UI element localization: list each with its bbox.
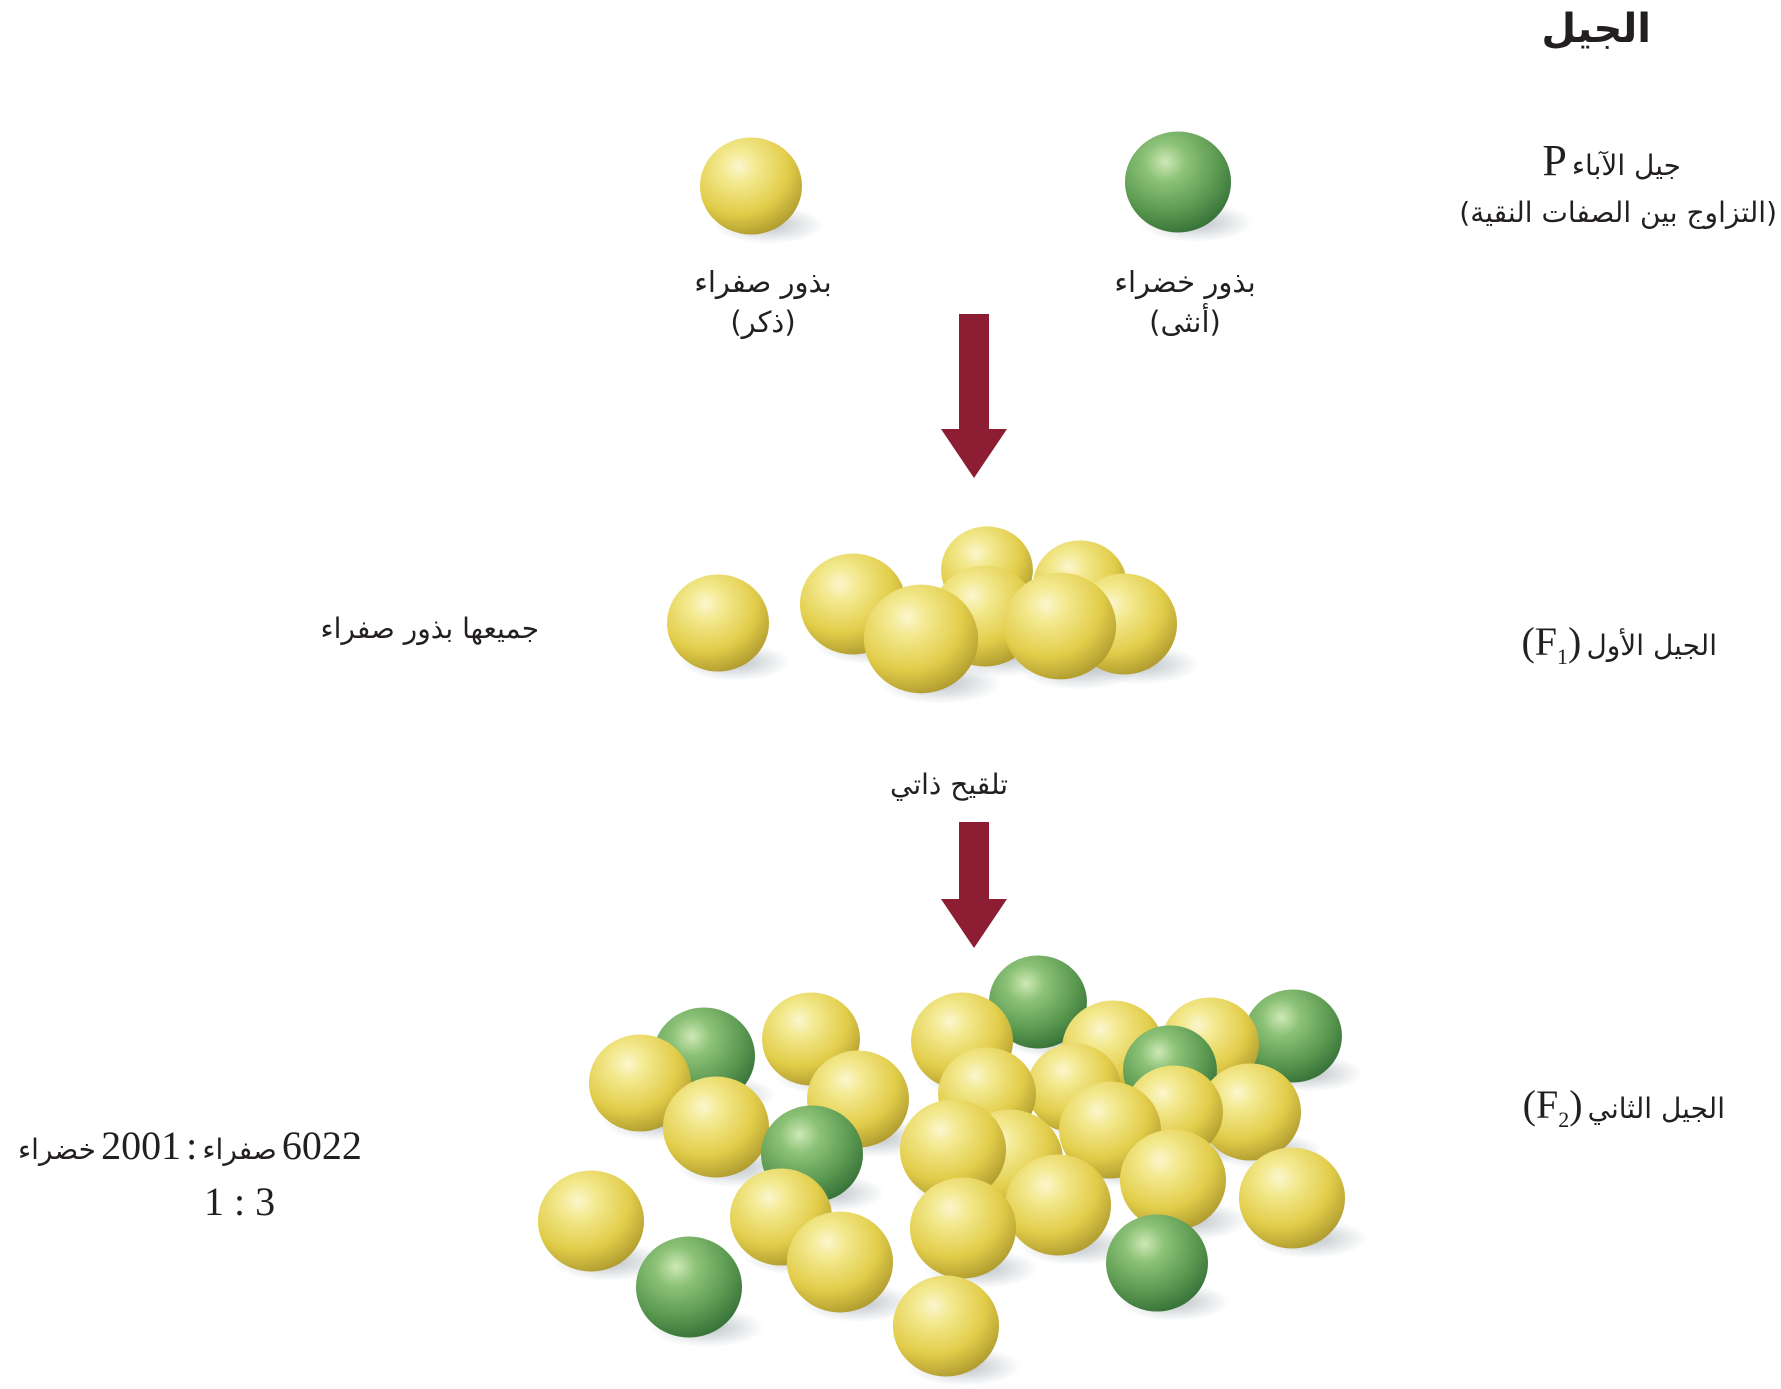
f1-yellow-seed bbox=[1004, 573, 1116, 680]
green-word: خضراء bbox=[18, 1133, 96, 1166]
f2-yellow-seed bbox=[910, 1178, 1016, 1279]
count-separator: : bbox=[186, 1123, 197, 1168]
f2-yellow-seed bbox=[1239, 1148, 1345, 1249]
f2-yellow-seed bbox=[1005, 1155, 1111, 1256]
male-seed-sex: (ذكر) bbox=[663, 302, 863, 342]
yellow-word: صفراء bbox=[202, 1133, 276, 1166]
parent-generation-subtitle: (التزاوج بين الصفات النقية) bbox=[1459, 196, 1777, 229]
male-yellow-seed bbox=[700, 138, 802, 235]
f2-generation-symbol: (F2) bbox=[1523, 1082, 1583, 1127]
f2-yellow-seed bbox=[538, 1171, 644, 1272]
f1-yellow-seed bbox=[864, 585, 978, 694]
female-seed-sex: (أنثى) bbox=[1085, 302, 1285, 342]
f2-counts: 6022 صفراء : 2001 خضراء bbox=[18, 1118, 362, 1174]
f2-generation-label: الجيل الثاني (F2) bbox=[1523, 1077, 1725, 1133]
female-seed-label: بذور خضراء bbox=[1085, 262, 1285, 302]
f2-yellow-seed bbox=[893, 1276, 999, 1377]
male-seed-caption: بذور صفراء (ذكر) bbox=[663, 262, 863, 342]
f1-generation-symbol: (F1) bbox=[1521, 619, 1581, 664]
f2-generation-name: الجيل الثاني bbox=[1588, 1092, 1725, 1125]
female-seed-caption: بذور خضراء (أنثى) bbox=[1085, 262, 1285, 342]
female-green-seed bbox=[1125, 132, 1231, 233]
f1-subscript: 1 bbox=[1557, 644, 1568, 669]
f2-yellow-seed bbox=[787, 1212, 893, 1313]
f1-yellow-seed bbox=[667, 575, 769, 672]
male-seed-label: بذور صفراء bbox=[663, 262, 863, 302]
green-count: 2001 bbox=[101, 1123, 181, 1168]
parent-generation-symbol: P bbox=[1542, 136, 1566, 185]
yellow-count: 6022 bbox=[282, 1123, 362, 1168]
f2-green-seed bbox=[636, 1237, 742, 1338]
f1-symbol-letter: F bbox=[1535, 619, 1557, 664]
f1-to-f2-arrow bbox=[941, 822, 1007, 948]
f1-all-yellow-note: جميعها بذور صفراء bbox=[320, 612, 539, 645]
f2-subscript: 2 bbox=[1558, 1107, 1569, 1132]
f2-yellow-seed bbox=[1120, 1130, 1226, 1231]
parent-generation-label: جيل الآباء P bbox=[1542, 136, 1681, 186]
f2-yellow-seed bbox=[663, 1077, 769, 1178]
parent-generation-name: جيل الآباء bbox=[1572, 149, 1681, 182]
self-pollination-label: تلقيح ذاتي bbox=[890, 768, 1008, 801]
f1-generation-name: الجيل الأول bbox=[1586, 629, 1717, 662]
f2-symbol-letter: F bbox=[1536, 1082, 1558, 1127]
generation-heading: الجيل bbox=[1541, 6, 1651, 52]
p-to-f1-arrow bbox=[941, 314, 1007, 478]
f1-generation-label: الجيل الأول (F1) bbox=[1521, 614, 1717, 670]
f2-ratio: 1 : 3 bbox=[204, 1178, 275, 1225]
f2-green-seed bbox=[1106, 1215, 1208, 1312]
